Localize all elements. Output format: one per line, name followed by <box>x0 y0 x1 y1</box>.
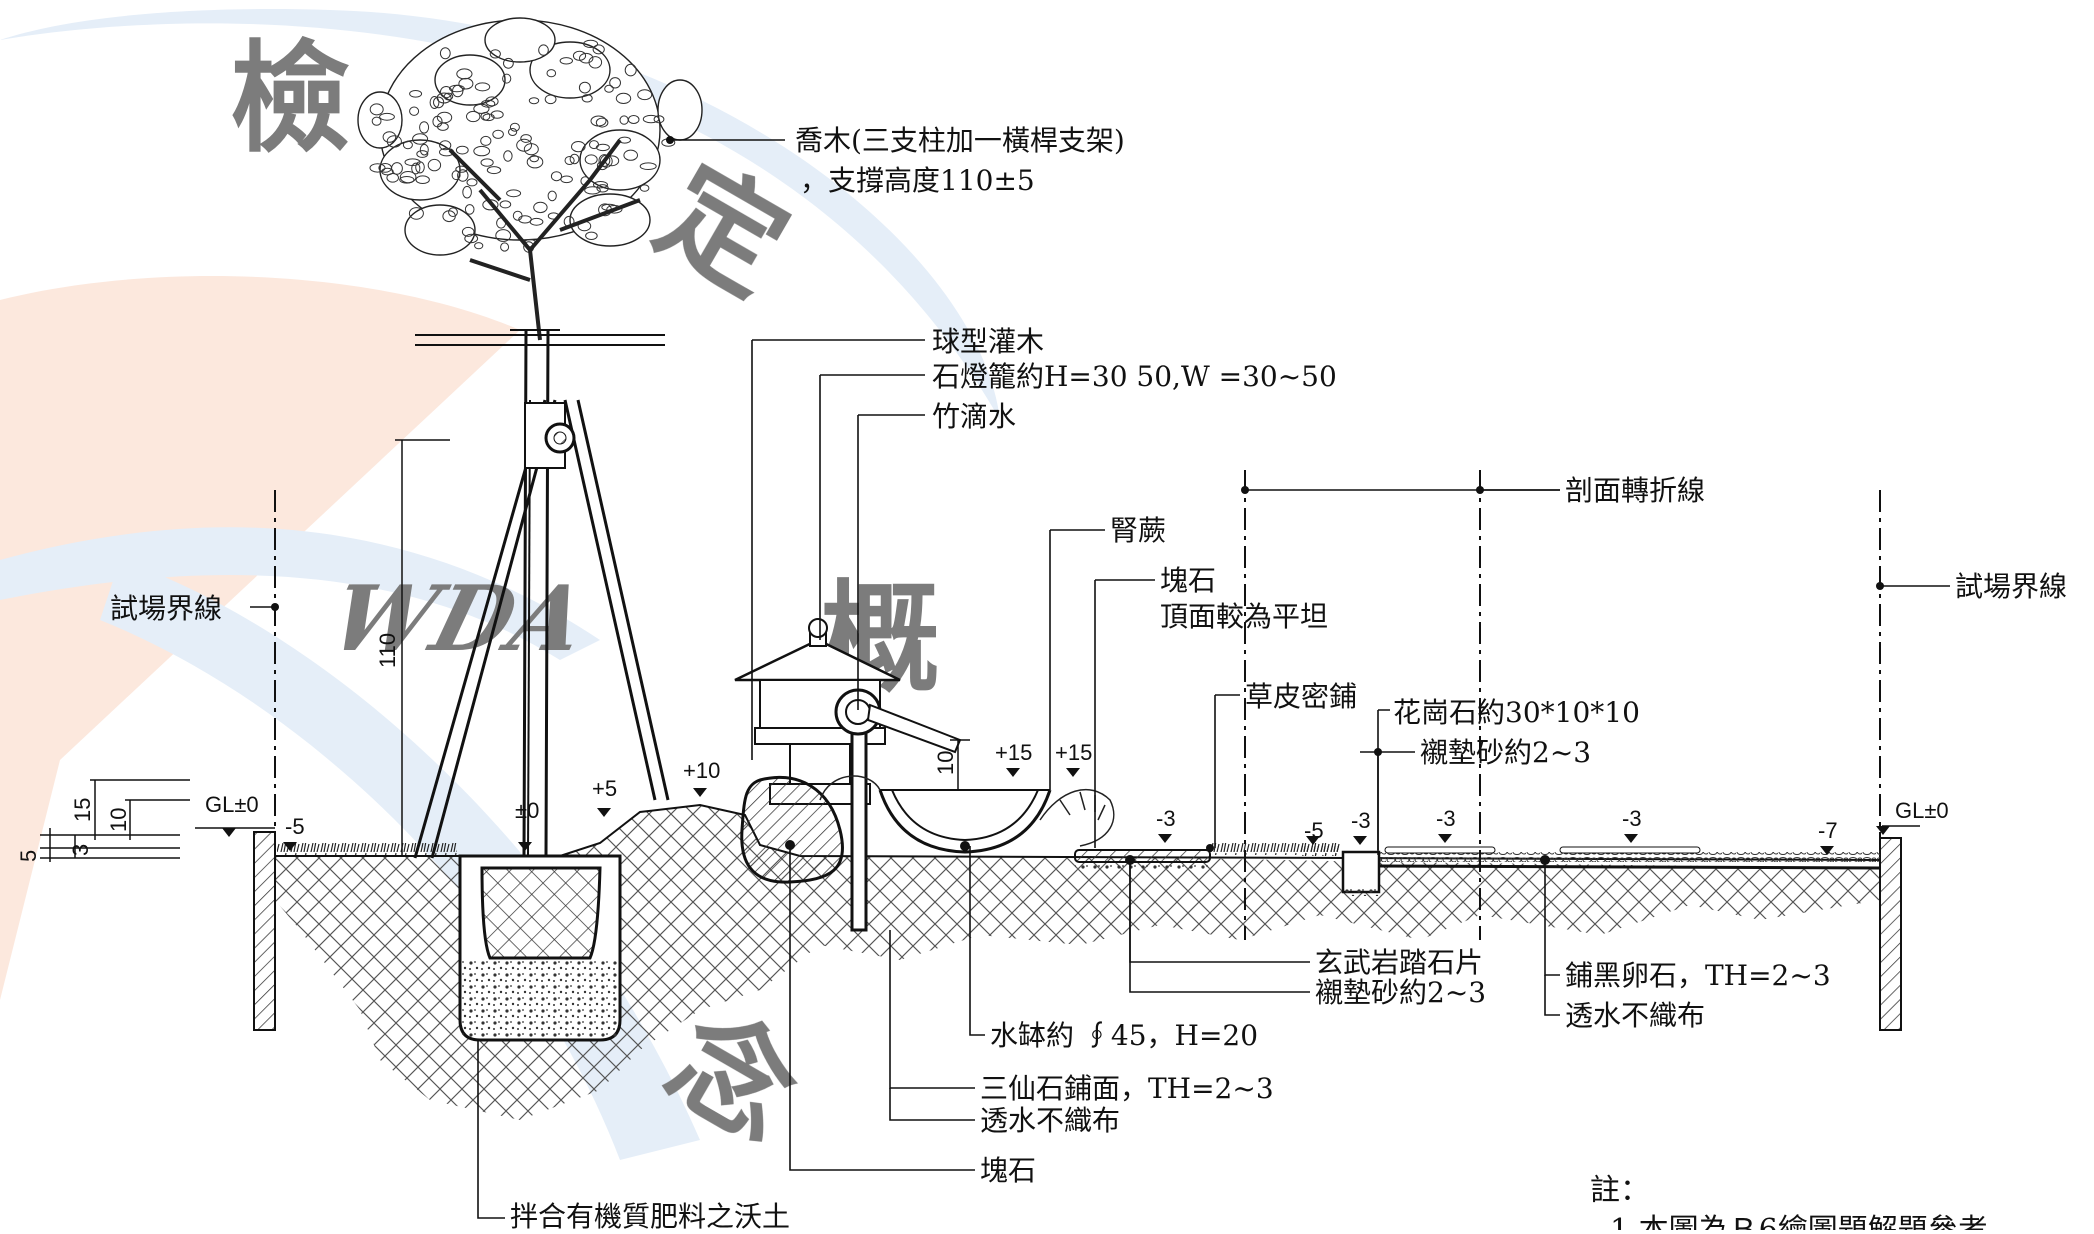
level-m7: -7 <box>1818 818 1838 843</box>
leader-lines <box>250 139 1950 1219</box>
level-m5b: -5 <box>1304 818 1324 843</box>
bamboo-drip <box>834 688 962 932</box>
watermark-wda: WDA <box>320 566 597 672</box>
level-zero: ±0 <box>515 798 539 823</box>
dim-value-tree-height: 110 <box>375 633 400 668</box>
dim-left-levels <box>40 779 190 862</box>
label-geotextile-2: 透水不織布 <box>980 1104 1120 1137</box>
label-fern: 腎蕨 <box>1110 514 1166 547</box>
dim-value-left-10: 10 <box>106 808 131 832</box>
label-tree: 喬木(三支柱加一橫桿支架) <box>795 124 1125 157</box>
boundary-wall-right <box>1879 490 1902 1031</box>
level-lines <box>195 825 1920 829</box>
dim-value-left-3: 3 <box>68 844 93 856</box>
note-title: 註： <box>1590 1173 1650 1208</box>
label-boulder-top-note: 頂面較為平坦 <box>1160 600 1328 633</box>
tree <box>357 17 703 859</box>
dim-value-left-15: 15 <box>70 798 95 822</box>
level-p10: +10 <box>683 758 720 783</box>
label-tree-support: ，支撐高度110±5 <box>800 164 1035 197</box>
dim-value-drip: 10 <box>933 751 958 775</box>
label-black-pebble: 鋪黑卵石，TH=2~3 <box>1565 959 1831 992</box>
label-sand-bed-1: 襯墊砂約2~3 <box>1420 736 1591 769</box>
dim-value-left-5: 5 <box>16 850 41 862</box>
label-boundary-left: 試場界線 <box>110 592 222 625</box>
level-m3d: -3 <box>1622 806 1642 831</box>
level-m3b: -3 <box>1351 808 1371 833</box>
leader-dots <box>271 136 1884 756</box>
tree-pit <box>458 854 622 1042</box>
fern <box>819 775 1115 847</box>
level-p15b: +15 <box>1055 740 1092 765</box>
level-gl-right: GL±0 <box>1895 798 1949 823</box>
label-granite: 花崗石約30*10*10 <box>1393 696 1640 729</box>
label-sand-bed-2: 襯墊砂約2~3 <box>1315 976 1486 1009</box>
label-basalt: 玄武岩踏石片 <box>1315 946 1483 979</box>
label-lantern: 石燈籠約H=30 50,W =30~50 <box>932 360 1337 393</box>
label-geotextile-1: 透水不織布 <box>1565 999 1705 1032</box>
label-boulder-top: 塊石 <box>1160 564 1216 597</box>
black-pebble-bed <box>1379 846 1881 870</box>
boundary-wall-left <box>253 490 276 1031</box>
label-soil: 拌合有機質肥料之沃土 <box>510 1200 790 1230</box>
note-line: 1.本圖為Ｂ6繪圖題解題參考 <box>1610 1213 1988 1230</box>
level-m3c: -3 <box>1436 806 1456 831</box>
label-boundary-right: 試場界線 <box>1955 570 2067 603</box>
label-lawn: 草皮密鋪 <box>1245 680 1357 713</box>
label-bamboo-drip: 竹滴水 <box>932 400 1016 433</box>
basalt-stepping-stone <box>1074 844 1214 870</box>
level-p15a: +15 <box>995 740 1032 765</box>
dim-drip <box>950 739 970 790</box>
watermark-char-1: 檢 <box>230 30 350 169</box>
label-section-turn: 剖面轉折線 <box>1565 474 1705 507</box>
level-gl-left: GL±0 <box>205 792 259 817</box>
section-turn-lines <box>1244 470 1481 940</box>
level-m3a: -3 <box>1156 806 1176 831</box>
label-boulder-bottom: 塊石 <box>980 1154 1036 1187</box>
dim-tree-height <box>395 439 450 856</box>
level-m5-left: -5 <box>285 814 305 839</box>
label-water-bowl: 水缽約 ∮45，H=20 <box>990 1019 1258 1052</box>
level-triangles <box>222 768 1890 855</box>
label-sanxian: 三仙石鋪面，TH=2~3 <box>980 1072 1274 1105</box>
label-shrub: 球型灌木 <box>932 325 1044 358</box>
level-p5: +5 <box>592 776 617 801</box>
water-bowl <box>878 789 1052 854</box>
granite-edge <box>1341 850 1381 896</box>
